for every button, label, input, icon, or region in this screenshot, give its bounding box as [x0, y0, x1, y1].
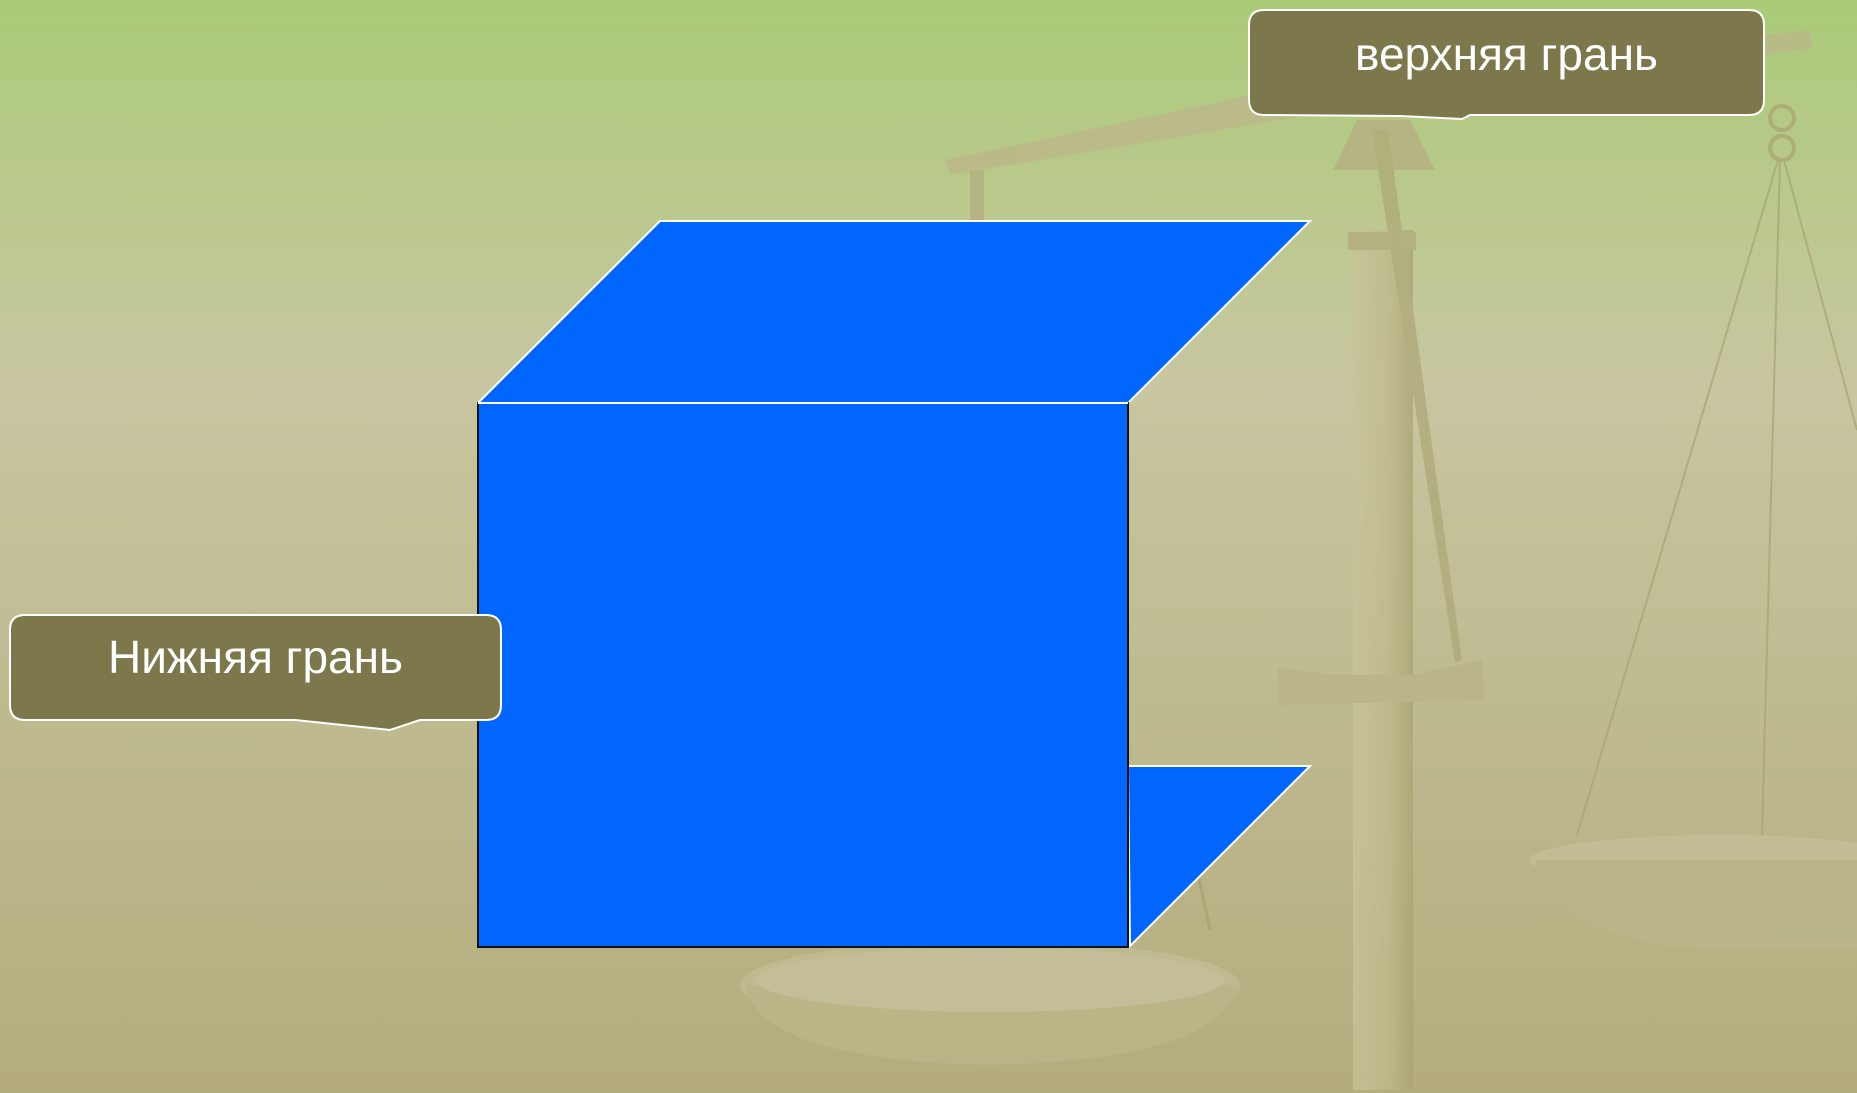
left-hanger — [970, 170, 984, 220]
left-pan-inner — [755, 948, 1225, 1012]
scale-pillar — [1353, 230, 1413, 1090]
bottom-face-label: Нижняя грань — [12, 627, 499, 687]
cube-front-face — [478, 403, 1128, 947]
scale-pillar-cap — [1348, 232, 1416, 250]
top-face-label: верхняя грань — [1250, 24, 1763, 84]
